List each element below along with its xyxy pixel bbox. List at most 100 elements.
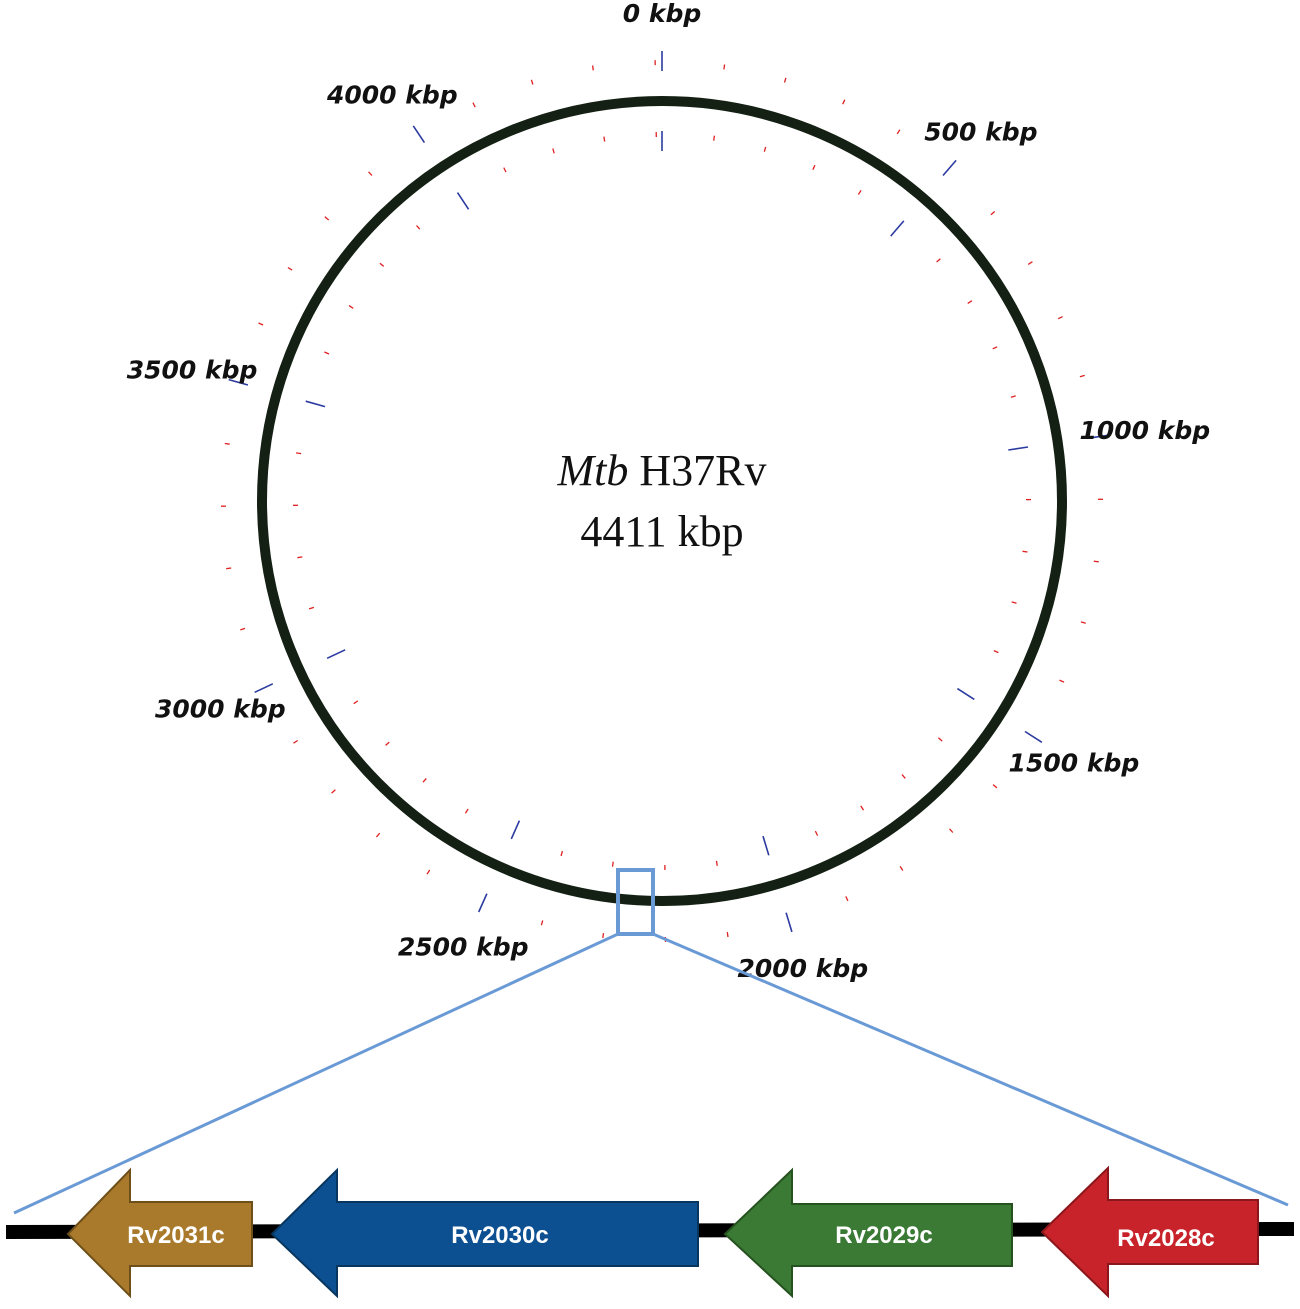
gene-arrow-rv2030c bbox=[270, 1167, 699, 1299]
scale-label-500: 500 kbp bbox=[924, 118, 1037, 147]
major-tick-outer-3500 bbox=[228, 378, 249, 386]
minor-tick-outer-2300 bbox=[602, 933, 605, 939]
minor-tick-inner-1300 bbox=[1011, 601, 1017, 604]
gene-arrow-rv2028c bbox=[1040, 1165, 1259, 1299]
minor-tick-inner-800 bbox=[992, 346, 998, 350]
major-tick-inner-1000 bbox=[1008, 446, 1029, 451]
minor-tick-outer-3200 bbox=[226, 567, 232, 570]
major-tick-outer-500 bbox=[942, 159, 957, 177]
scale-label-0: 0 kbp bbox=[623, 0, 702, 28]
minor-tick-inner-1600 bbox=[937, 737, 943, 742]
gene-label-rv2030c: Rv2030c bbox=[451, 1222, 548, 1249]
minor-tick-outer-1900 bbox=[845, 896, 849, 902]
genome-title: Mtb H37Rv bbox=[556, 446, 766, 495]
minor-tick-inner-4300 bbox=[603, 136, 606, 142]
minor-tick-inner-2100 bbox=[715, 860, 718, 866]
minor-tick-outer-600 bbox=[990, 211, 996, 216]
minor-tick-outer-4100 bbox=[472, 102, 476, 108]
minor-tick-outer-300 bbox=[842, 99, 846, 105]
scale-label-4000: 4000 kbp bbox=[326, 80, 458, 109]
minor-tick-outer-2100 bbox=[726, 932, 729, 938]
minor-tick-outer-4200 bbox=[530, 79, 534, 85]
minor-tick-inner-2300 bbox=[611, 861, 614, 867]
zoom-line-left bbox=[13, 932, 619, 1215]
minor-tick-outer-4300 bbox=[591, 65, 594, 71]
minor-tick-inner-1200 bbox=[1022, 550, 1028, 553]
gene-label-rv2028c: Rv2028c bbox=[1117, 1225, 1214, 1252]
minor-tick-inner-3700 bbox=[348, 305, 354, 309]
gene-label-rv2031c: Rv2031c bbox=[127, 1222, 224, 1249]
minor-tick-outer-3700 bbox=[287, 266, 293, 271]
gene-rv2029c: Rv2029c bbox=[723, 1167, 1013, 1299]
major-tick-inner-3500 bbox=[305, 400, 326, 408]
major-tick-outer-4000 bbox=[412, 125, 426, 144]
scale-label-2500: 2500 kbp bbox=[398, 933, 529, 962]
minor-tick-outer-3900 bbox=[368, 171, 373, 176]
scale-label-1500: 1500 kbp bbox=[1009, 749, 1140, 778]
minor-tick-inner-1700 bbox=[901, 774, 906, 779]
gene-arrow-rv2029c bbox=[723, 1167, 1013, 1299]
minor-tick-inner-4100 bbox=[503, 167, 507, 173]
major-tick-inner-4000 bbox=[456, 192, 470, 210]
minor-tick-inner-3900 bbox=[416, 225, 421, 230]
minor-tick-outer-2400 bbox=[540, 920, 544, 926]
minor-tick-outer-3400 bbox=[224, 442, 230, 445]
minor-tick-outer-800 bbox=[1057, 316, 1063, 320]
minor-tick-outer-1400 bbox=[1059, 679, 1065, 683]
minor-tick-inner-2600 bbox=[464, 808, 469, 814]
minor-tick-inner-3200 bbox=[297, 556, 303, 559]
minor-tick-inner-3800 bbox=[379, 262, 385, 267]
major-tick-outer-1000 bbox=[1087, 434, 1108, 440]
minor-tick-inner-2700 bbox=[422, 777, 427, 783]
major-tick-outer-3000 bbox=[254, 683, 274, 694]
minor-tick-outer-1200 bbox=[1093, 560, 1099, 563]
minor-tick-outer-1800 bbox=[899, 865, 904, 871]
minor-tick-outer-200 bbox=[783, 77, 787, 83]
minor-tick-inner-3400 bbox=[296, 452, 302, 455]
minor-tick-inner-1400 bbox=[993, 650, 999, 654]
major-tick-outer-2500 bbox=[477, 893, 488, 913]
minor-tick-outer-3600 bbox=[258, 322, 264, 326]
minor-tick-outer-100 bbox=[723, 64, 726, 70]
minor-tick-inner-600 bbox=[936, 258, 941, 263]
minor-tick-inner-4200 bbox=[552, 148, 555, 154]
minor-tick-inner-200 bbox=[763, 146, 767, 152]
minor-tick-inner-3600 bbox=[324, 351, 330, 355]
minor-tick-inner-700 bbox=[967, 300, 973, 304]
minor-tick-outer-1300 bbox=[1080, 621, 1086, 624]
scale-label-3500: 3500 kbp bbox=[127, 355, 258, 384]
major-tick-inner-1500 bbox=[956, 687, 975, 701]
genome-size: 4411 kbp bbox=[580, 507, 743, 556]
major-tick-inner-2000 bbox=[762, 835, 770, 856]
major-tick-outer-1500 bbox=[1024, 730, 1043, 743]
scale-label-1000: 1000 kbp bbox=[1079, 416, 1210, 445]
genome-name-italic: Mtb bbox=[556, 446, 628, 495]
genome-circle bbox=[257, 96, 1067, 906]
gene-rv2030c: Rv2030c bbox=[270, 1167, 699, 1299]
gene-label-rv2029c: Rv2029c bbox=[835, 1222, 932, 1249]
minor-tick-outer-3800 bbox=[324, 216, 330, 221]
minor-tick-inner-2900 bbox=[353, 700, 359, 705]
major-tick-inner-2500 bbox=[510, 820, 521, 840]
minor-tick-outer-2900 bbox=[293, 739, 299, 744]
major-tick-inner-3000 bbox=[326, 649, 346, 660]
minor-tick-inner-1800 bbox=[860, 805, 865, 811]
minor-tick-inner-2400 bbox=[560, 850, 564, 857]
minor-tick-inner-400 bbox=[857, 189, 862, 195]
minor-tick-outer-2800 bbox=[331, 789, 336, 794]
minor-tick-outer-1600 bbox=[992, 784, 998, 789]
scale-label-3000: 3000 kbp bbox=[155, 695, 286, 724]
gene-arrow-rv2031c bbox=[66, 1167, 253, 1299]
minor-tick-outer-400 bbox=[896, 129, 901, 135]
gene-rv2028c: Rv2028c bbox=[1040, 1165, 1259, 1299]
gene-rv2031c: Rv2031c bbox=[66, 1167, 253, 1299]
minor-tick-inner-2800 bbox=[385, 741, 390, 746]
tick-marks bbox=[220, 51, 1108, 943]
minor-tick-inner-100 bbox=[713, 135, 716, 141]
minor-tick-outer-3100 bbox=[240, 627, 246, 631]
minor-tick-inner-900 bbox=[1010, 395, 1016, 398]
minor-tick-inner-300 bbox=[812, 164, 816, 170]
zoom-line-right bbox=[652, 932, 1289, 1207]
